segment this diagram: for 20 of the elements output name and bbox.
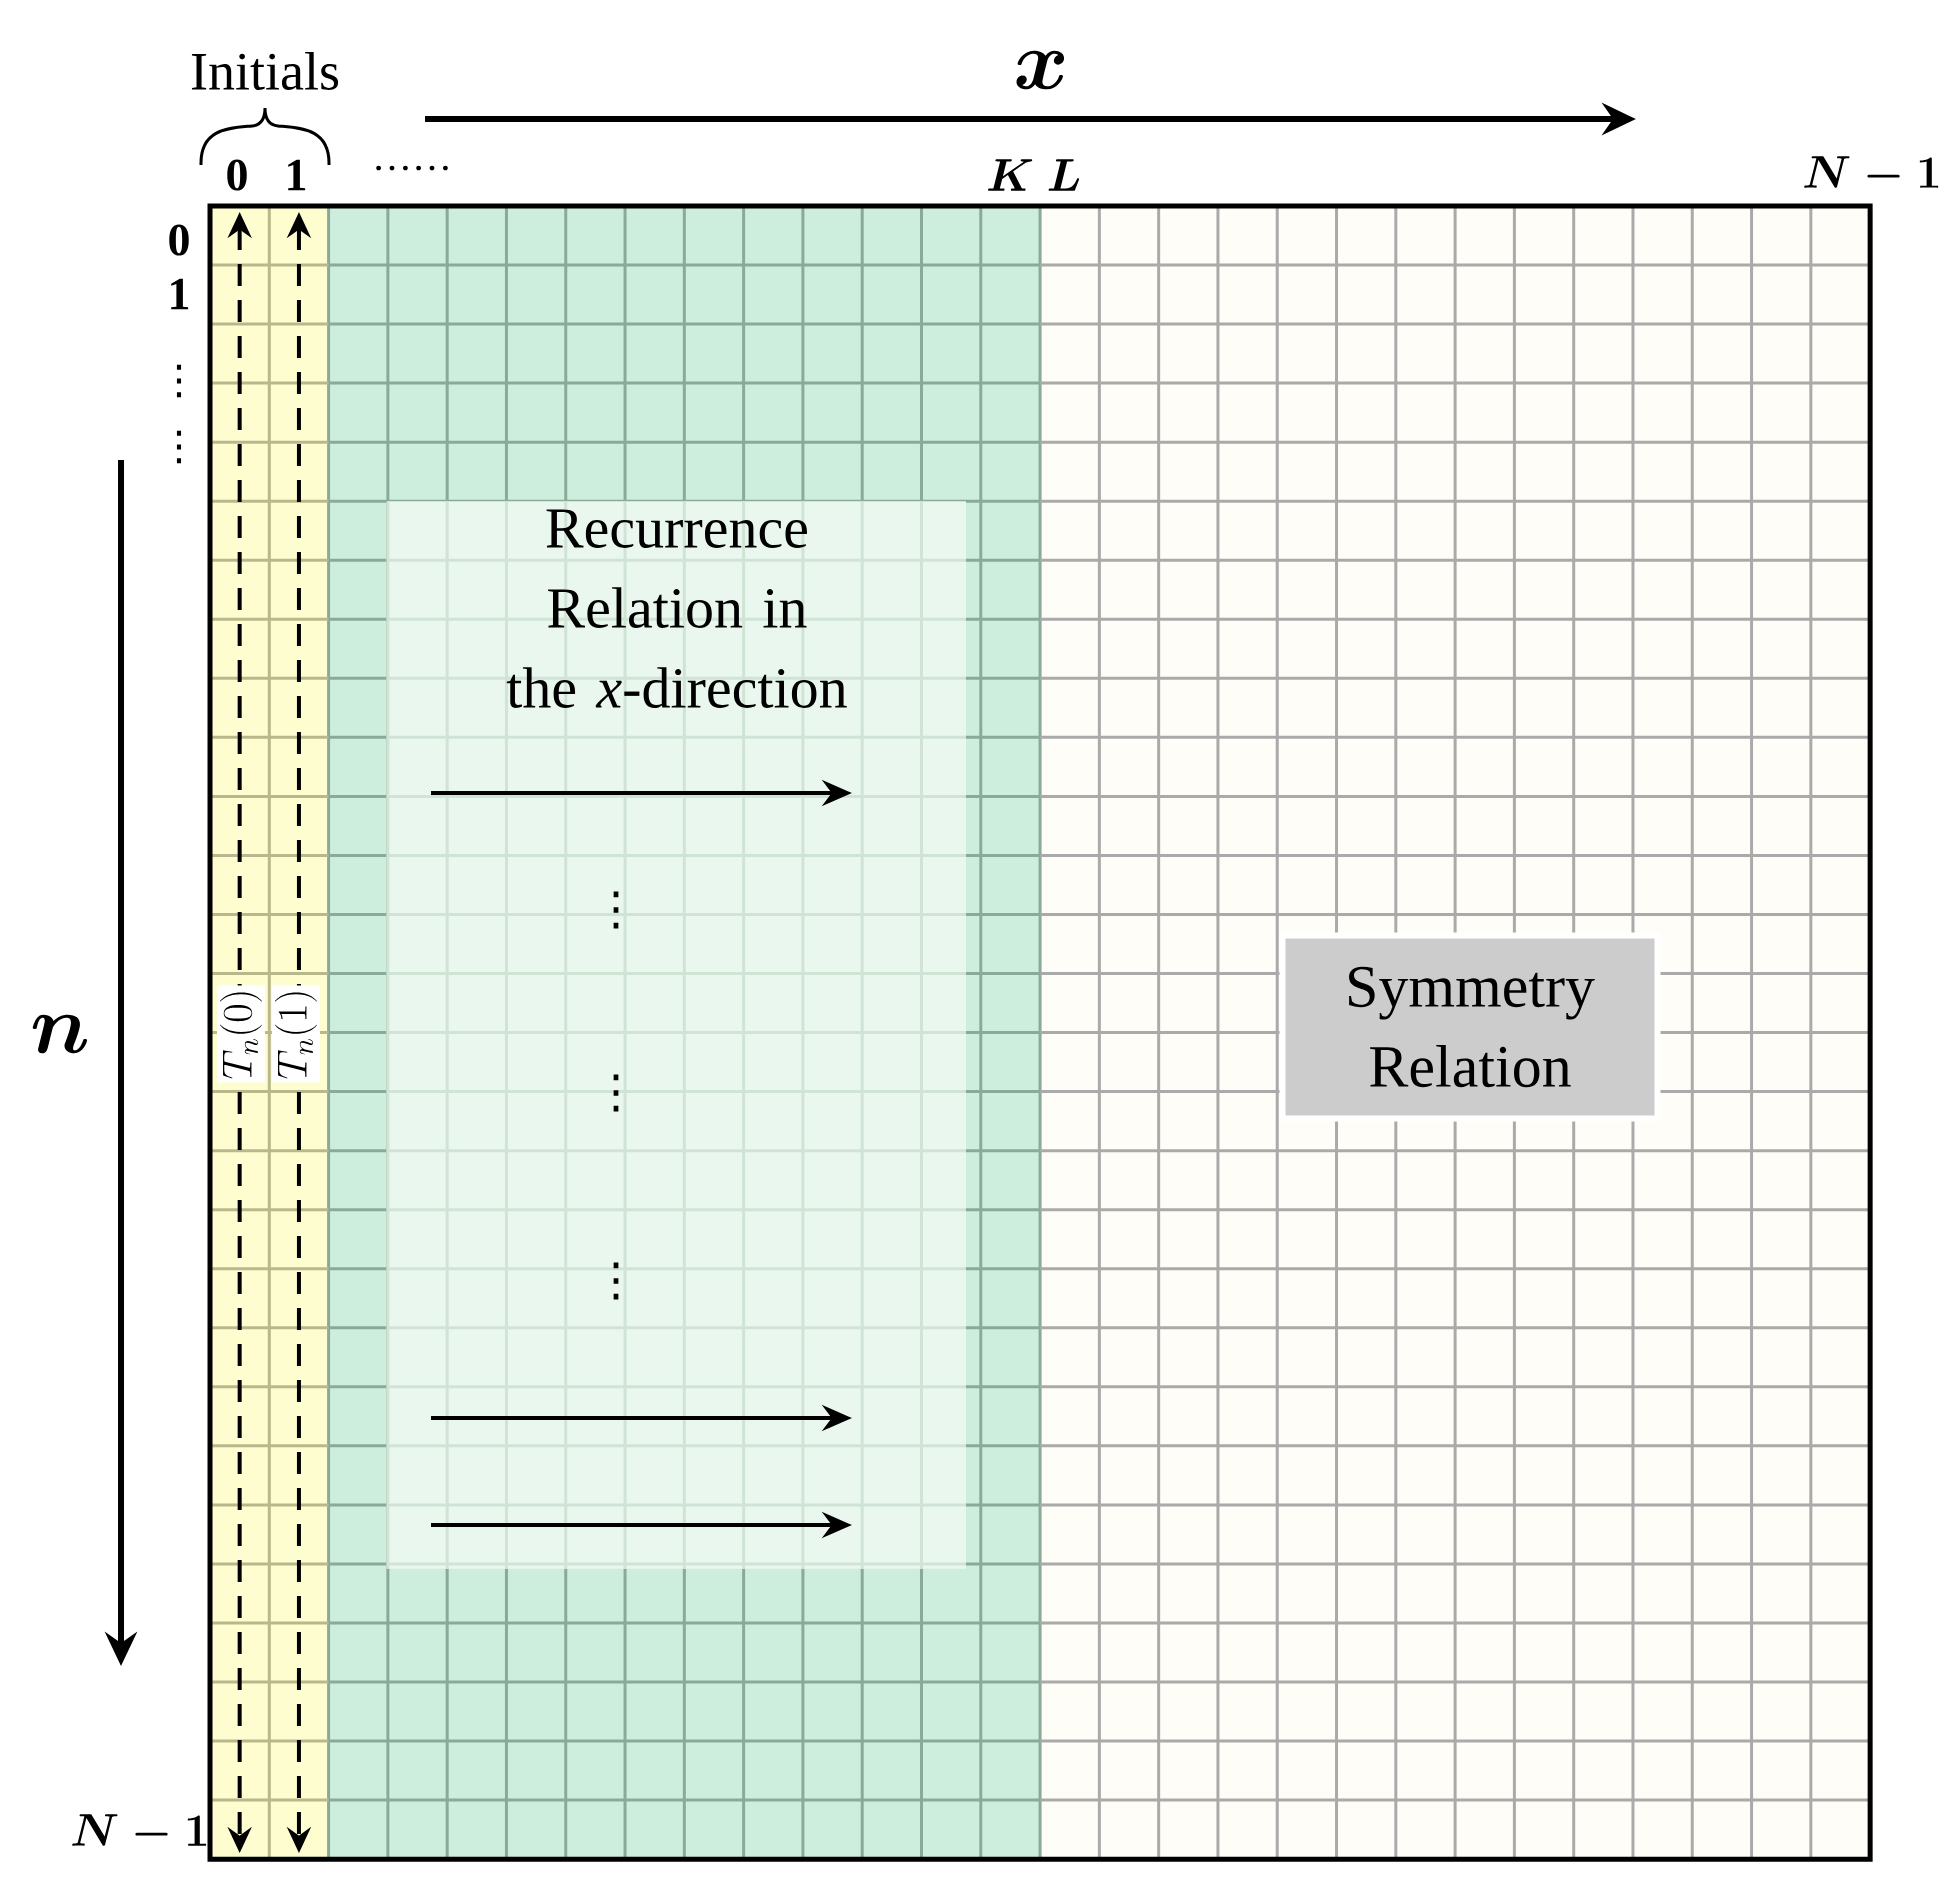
row-index: 1 xyxy=(171,278,189,310)
ellipsis: ⋮ xyxy=(613,1262,619,1300)
column-index: 0 xyxy=(227,159,247,191)
column-label: $T_n(0)$ xyxy=(217,985,265,1083)
axis-label: $n$ xyxy=(32,1014,88,1054)
ellipsis: ⋮ xyxy=(176,430,182,464)
symmetry-box: Symmetry Relation xyxy=(1279,932,1661,1122)
column-label: $T_n(1)$ xyxy=(272,985,320,1083)
column-index: 1 xyxy=(288,159,306,191)
column-index: $K$ xyxy=(988,159,1033,191)
ellipsis: ⋮ xyxy=(176,364,182,398)
row-index: 0 xyxy=(169,224,189,256)
column-index: $N-1$ xyxy=(1804,156,1939,188)
column-index: $L$ xyxy=(1048,159,1080,191)
ellipsis: …… xyxy=(376,165,448,171)
group-label: Initials xyxy=(191,52,339,90)
axis-label: $x$ xyxy=(1016,50,1065,90)
ellipsis: ⋮ xyxy=(613,1074,619,1112)
row-index: $N-1$ xyxy=(72,1814,207,1846)
ellipsis: ⋮ xyxy=(613,891,619,929)
